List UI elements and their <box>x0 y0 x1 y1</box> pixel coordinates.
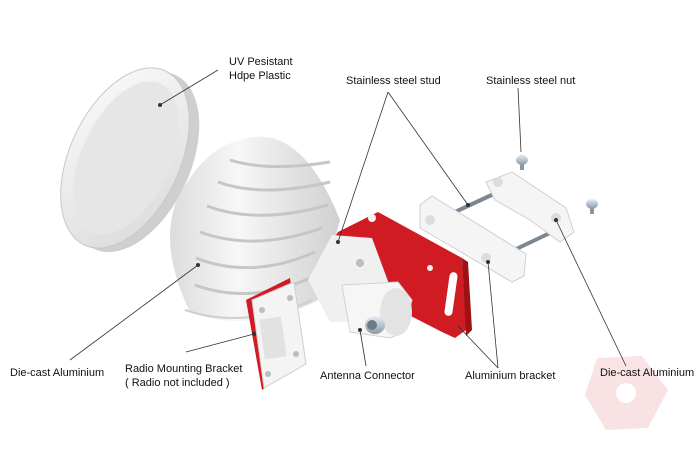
label-uv-cover-line1: UV Pesistant <box>229 56 293 68</box>
label-antenna-connector: Antenna Connector <box>320 370 415 382</box>
uv-cover-disc <box>60 67 200 253</box>
label-aluminium-bracket: Aluminium bracket <box>465 370 556 382</box>
leader-lines <box>69 69 627 369</box>
watermark-logo <box>585 356 668 430</box>
feed-housing <box>308 235 413 339</box>
label-radio-bracket-line2: ( Radio not included ) <box>125 377 230 389</box>
label-radio-bracket: Radio Mounting Bracket ( Radio not inclu… <box>125 362 242 390</box>
label-die-cast-right: Die-cast Aluminium <box>600 367 695 379</box>
radio-mounting-bracket <box>246 278 307 390</box>
label-uv-cover: UV Pesistant Hdpe Plastic <box>229 55 293 83</box>
die-cast-clamp <box>419 171 575 283</box>
label-steel-stud: Stainless steel stud <box>346 75 441 87</box>
label-uv-cover-line2: Hdpe Plastic <box>229 70 291 82</box>
label-die-cast-left: Die-cast Aluminium <box>10 367 105 379</box>
leader-dots <box>158 103 558 336</box>
stainless-steel-nuts <box>516 155 598 214</box>
label-radio-bracket-line1: Radio Mounting Bracket <box>125 363 243 375</box>
die-cast-horn <box>170 136 340 322</box>
label-steel-nut: Stainless steel nut <box>486 75 576 87</box>
